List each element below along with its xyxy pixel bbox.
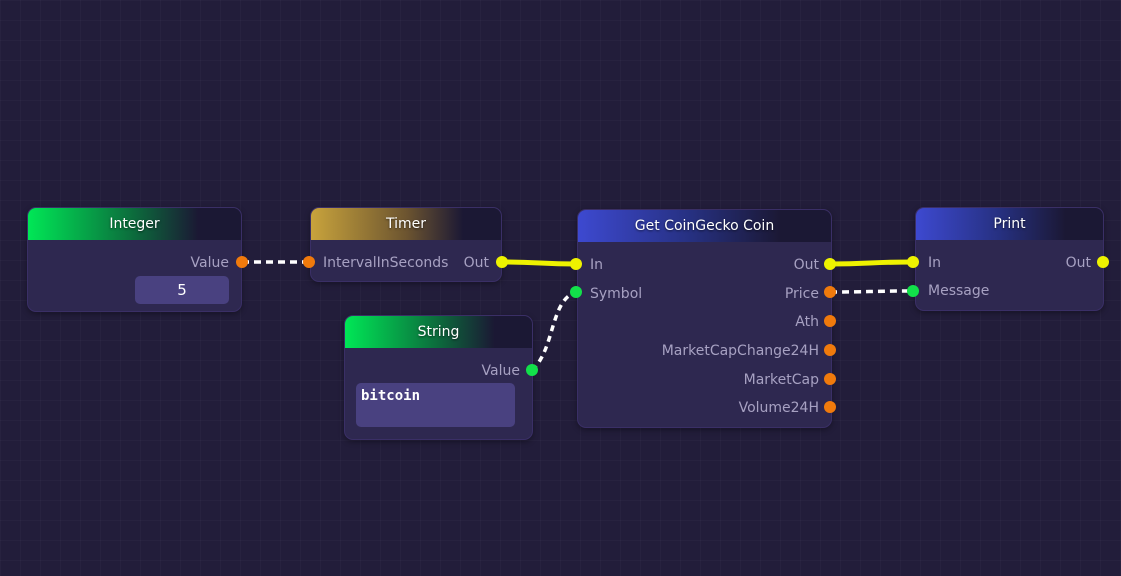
port-label: MarketCap — [743, 372, 819, 388]
print-node[interactable]: Print In Message Out — [915, 207, 1104, 311]
wire-timer-coin — [501, 259, 577, 267]
wire-coin-print — [829, 259, 914, 267]
coingecko-node[interactable]: Get CoinGecko Coin In Symbol Out Price A… — [577, 209, 832, 428]
coin-out-port[interactable] — [824, 258, 836, 270]
wire-string-coin — [530, 290, 577, 372]
timer-out-port[interactable] — [496, 256, 508, 268]
node-title: Timer — [311, 208, 501, 240]
port-label: Message — [928, 283, 990, 299]
port-label: Volume24H — [738, 400, 819, 416]
timer-interval-port[interactable] — [303, 256, 315, 268]
port-label: Out — [463, 255, 489, 271]
port-label: Value — [190, 255, 229, 271]
node-title: Print — [916, 208, 1103, 240]
node-title: Get CoinGecko Coin — [578, 210, 831, 242]
coin-price-port[interactable] — [824, 286, 836, 298]
integer-node[interactable]: Integer Value 5 — [27, 207, 242, 312]
port-label: Ath — [795, 314, 819, 330]
port-label: Value — [481, 363, 520, 379]
port-label: Out — [793, 257, 819, 273]
port-label: IntervalInSeconds — [323, 255, 449, 271]
coin-ath-port[interactable] — [824, 315, 836, 327]
coin-volume-port[interactable] — [824, 401, 836, 413]
port-label: Out — [1065, 255, 1091, 271]
wire-price-message — [829, 289, 914, 294]
coin-in-port[interactable] — [570, 258, 582, 270]
node-title: Integer — [28, 208, 241, 240]
port-label: MarketCapChange24H — [661, 343, 819, 359]
integer-value-input[interactable]: 5 — [135, 276, 229, 304]
coin-symbol-port[interactable] — [570, 286, 582, 298]
timer-node[interactable]: Timer IntervalInSeconds Out — [310, 207, 502, 282]
print-in-port[interactable] — [907, 256, 919, 268]
port-label: In — [928, 255, 942, 271]
port-label: In — [590, 257, 604, 273]
coin-marketcapchange-port[interactable] — [824, 344, 836, 356]
integer-value-port[interactable] — [236, 256, 248, 268]
print-out-port[interactable] — [1097, 256, 1109, 268]
node-title: String — [345, 316, 532, 348]
string-value-port[interactable] — [526, 364, 538, 376]
string-value-input[interactable]: bitcoin — [356, 383, 515, 427]
string-node[interactable]: String Value bitcoin — [344, 315, 533, 440]
port-label: Price — [784, 286, 819, 302]
port-label: Symbol — [590, 286, 643, 302]
coin-marketcap-port[interactable] — [824, 373, 836, 385]
print-message-port[interactable] — [907, 285, 919, 297]
